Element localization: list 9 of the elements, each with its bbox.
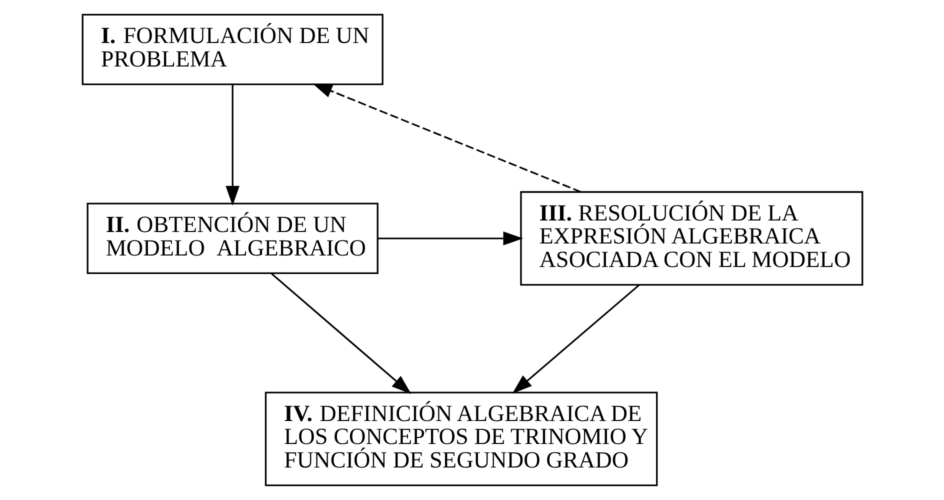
arrow (377, 231, 523, 246)
arrow (270, 272, 411, 394)
node-box: II. OBTENCIÓN DE UN MODELO ALGEBRAICO (86, 202, 378, 274)
node-box: I. FORMULACIÓN DE UN PROBLEMA (81, 14, 383, 86)
node-box: IV. DEFINICIÓN ALGEBRAICA DE LOS CONCEPTOS DE TRINOMIO Y FUNCIÓN DE SEGUNDO GRADO (264, 392, 658, 486)
arrow (312, 83, 581, 193)
arrow (225, 84, 240, 206)
node-box: III. RESOLUCIÓN DE LA EXPRESIÓN ALGEBRAICA ASOCIADA CON EL MODELO (520, 191, 863, 286)
arrow (512, 284, 640, 394)
